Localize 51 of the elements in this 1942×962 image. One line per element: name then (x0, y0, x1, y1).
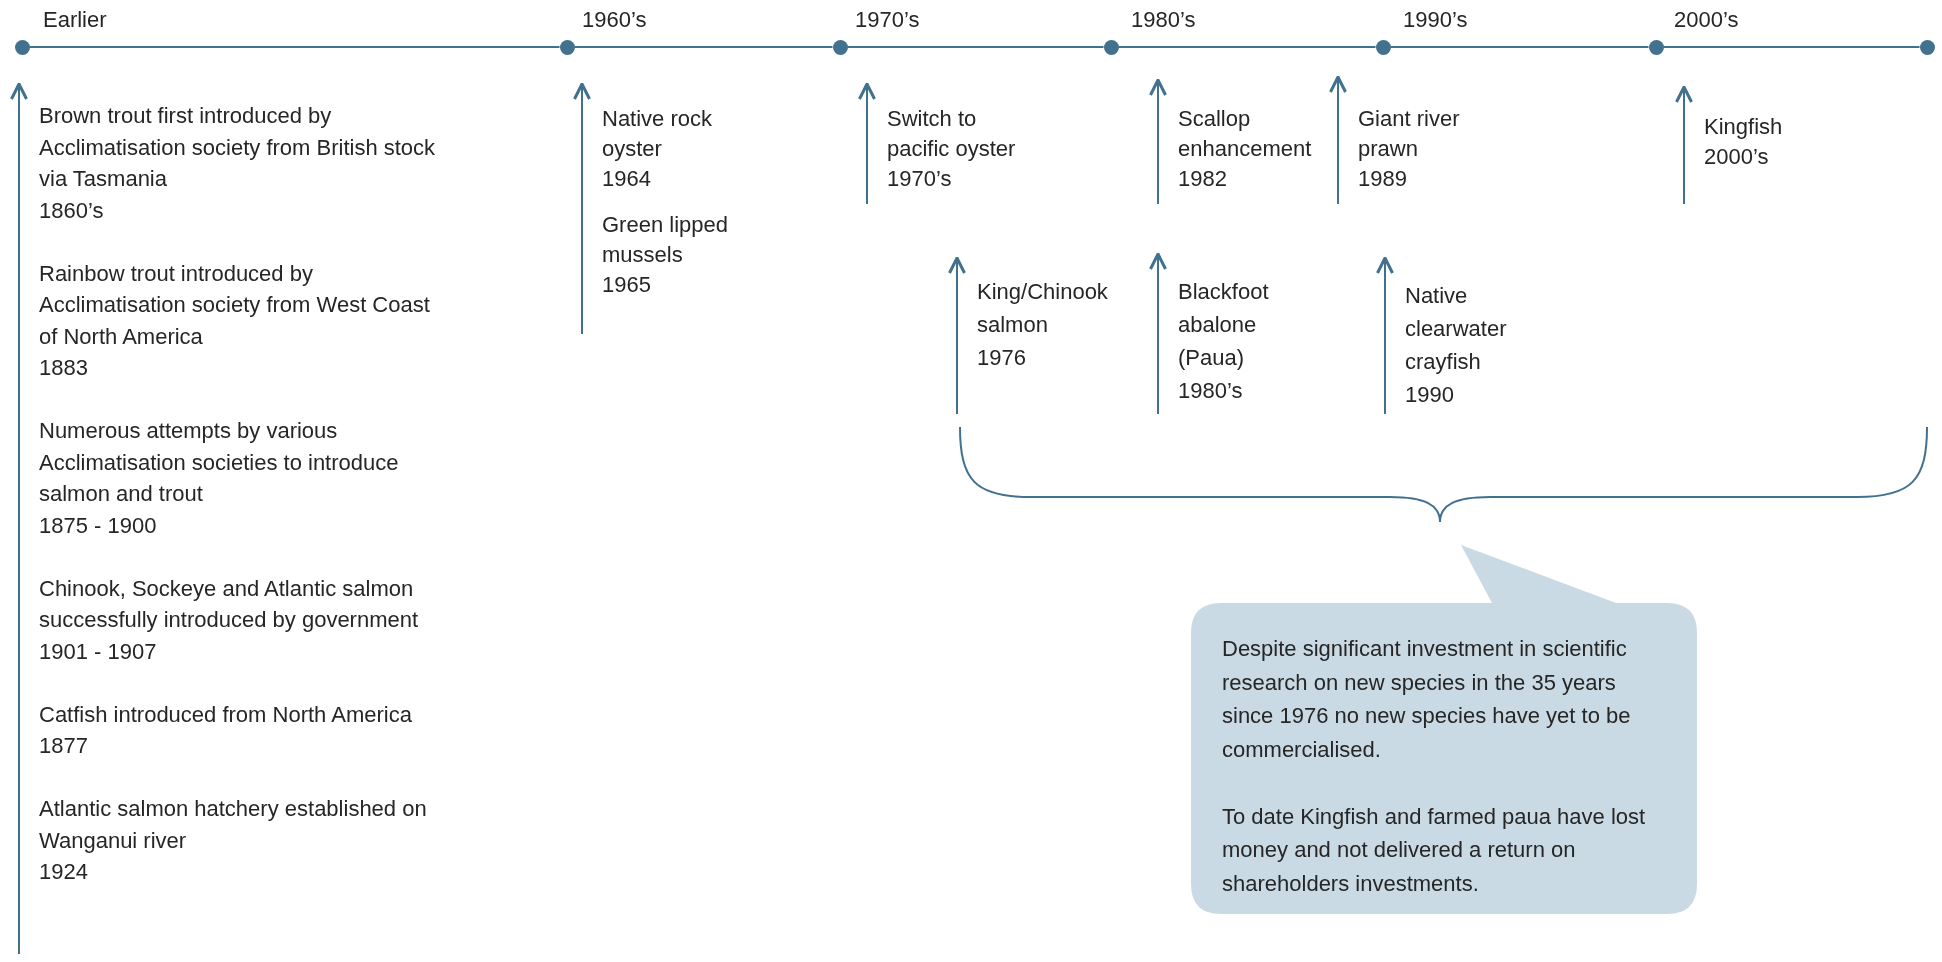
event-year: 2000’s (1704, 143, 1770, 171)
event-year: 1860’s (39, 196, 105, 225)
event-text: Brown trout first introduced by Acclimatisation society from British stock via Tasmania (39, 102, 437, 193)
event-year: 1989 (1358, 165, 1408, 193)
era-label: 1960’s (582, 8, 647, 32)
event-year: 1982 (1178, 165, 1228, 193)
event-year: 1990 (1405, 381, 1455, 409)
timeline-line (1117, 46, 1377, 48)
event-text: Green lipped mussels (602, 211, 729, 269)
callout-text: Despite significant investment in scientific research on new species in the 35 years since 1976 no new species have yet to be commercialised. (1222, 635, 1632, 764)
event-year: 1877 (39, 732, 89, 760)
era-label: 2000’s (1674, 8, 1739, 32)
event-year: 1901 - 1907 (39, 637, 158, 666)
era-label: 1980’s (1131, 8, 1196, 32)
event-text: Catfish introduced from North America (39, 700, 413, 729)
timeline-line (1662, 46, 1921, 48)
timeline-line (846, 46, 1105, 48)
timeline-dot (14, 39, 30, 55)
era-label: 1970’s (855, 8, 920, 32)
timeline-dot (1648, 39, 1664, 55)
event-year: 1976 (977, 344, 1027, 372)
event-year: 1883 (39, 354, 89, 382)
event-text: Giant river prawn (1358, 105, 1461, 163)
event-year: 1980’s (1178, 377, 1244, 405)
event-text: Blackfoot abalone (Paua) (1178, 278, 1270, 372)
event-text: Rainbow trout introduced by Acclimatisation society from West Coast of North America (39, 259, 431, 351)
event-text: Kingfish (1704, 113, 1784, 141)
event-year: 1924 (39, 858, 89, 886)
event-year: 1875 - 1900 (39, 511, 158, 540)
timeline-dot (1919, 39, 1935, 55)
era-label: Earlier (43, 8, 107, 32)
timeline-line (573, 46, 834, 48)
event-text: Scallop enhancement (1178, 105, 1313, 163)
timeline-dot (832, 39, 848, 55)
event-text: Atlantic salmon hatchery established on Wanganui river (39, 795, 428, 855)
timeline-dot (1103, 39, 1119, 55)
event-text: King/Chinook salmon (977, 278, 1109, 339)
event-year: 1964 (602, 165, 652, 193)
event-text: Chinook, Sockeye and Atlantic salmon successfully introduced by government (39, 574, 420, 634)
event-year: 1965 (602, 271, 652, 299)
timeline-line (1389, 46, 1650, 48)
event-year: 1970’s (887, 165, 953, 193)
timeline-dot (559, 39, 575, 55)
timeline-dot (1375, 39, 1391, 55)
event-text: Numerous attempts by various Acclimatisation societies to introduce salmon and trout (39, 417, 400, 508)
timeline-line (28, 46, 561, 48)
event-text: Native rock oyster (602, 105, 714, 163)
event-text: Native clearwater crayfish (1405, 282, 1508, 376)
callout-text: To date Kingfish and farmed paua have lost money and not delivered a return on shareholders investments. (1222, 802, 1647, 898)
event-text: Switch to pacific oyster (887, 105, 1017, 163)
era-label: 1990’s (1403, 8, 1468, 32)
